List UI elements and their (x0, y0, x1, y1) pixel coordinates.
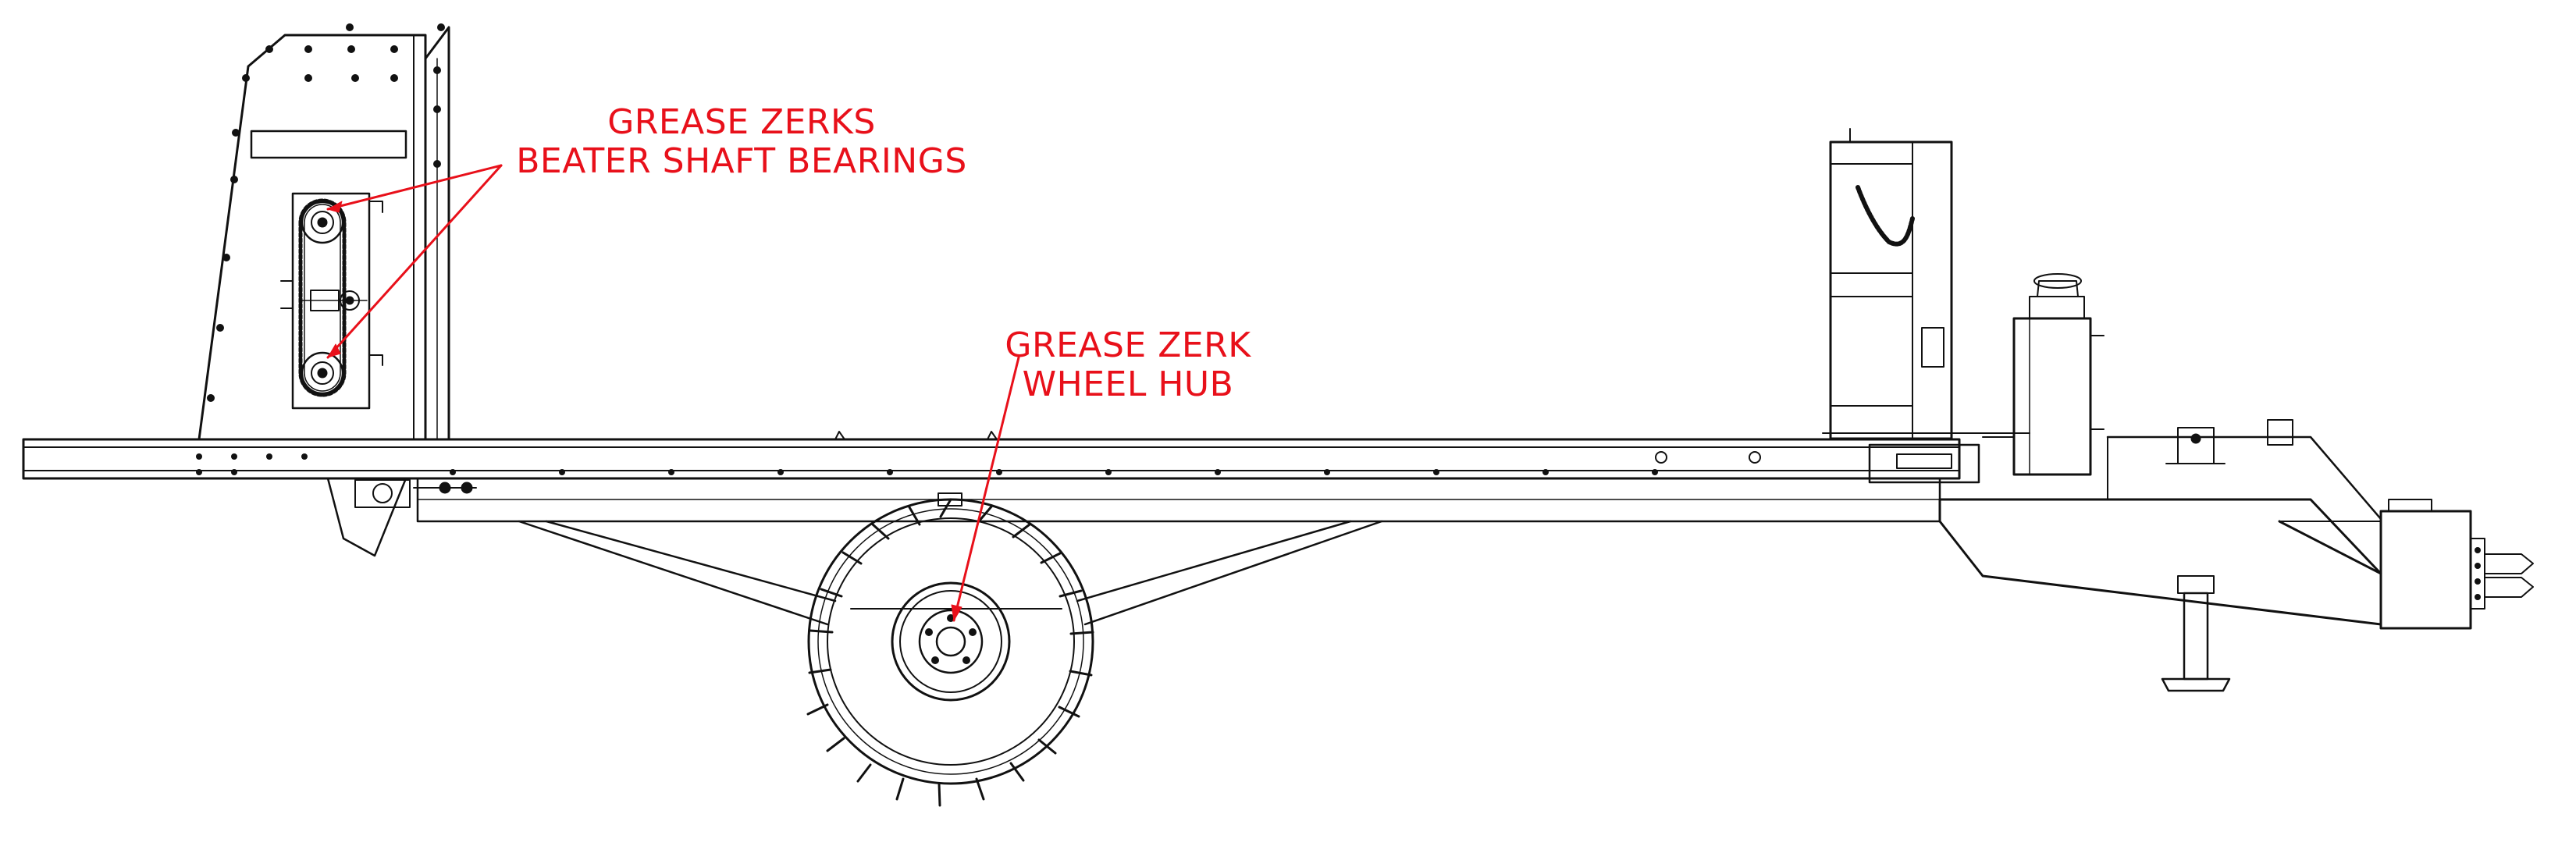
axle-truss (518, 520, 1383, 626)
hydraulic-unit (1982, 273, 2105, 476)
callout-wheel-hub: GREASE ZERK WHEEL HUB (972, 326, 1284, 404)
trailer-tongue (1938, 419, 2534, 630)
callout-beater-line2: BEATER SHAFT BEARINGS (516, 141, 967, 181)
tire-and-wheel (806, 492, 1094, 807)
callout-beater-line1: GREASE ZERKS (607, 102, 876, 142)
callout-wheel-line1: GREASE ZERK (1005, 325, 1251, 365)
front-mast (1822, 128, 2030, 484)
callout-leader-lines (326, 164, 1020, 622)
callout-wheel-line2: WHEEL HUB (1022, 364, 1234, 404)
callout-beater-bearings: GREASE ZERKS BEATER SHAFT BEARINGS (468, 103, 1015, 181)
gearbox-bracket (326, 477, 477, 557)
jack-stand (2161, 575, 2231, 692)
beater-housing (197, 23, 450, 441)
main-frame-rail (22, 431, 1961, 523)
